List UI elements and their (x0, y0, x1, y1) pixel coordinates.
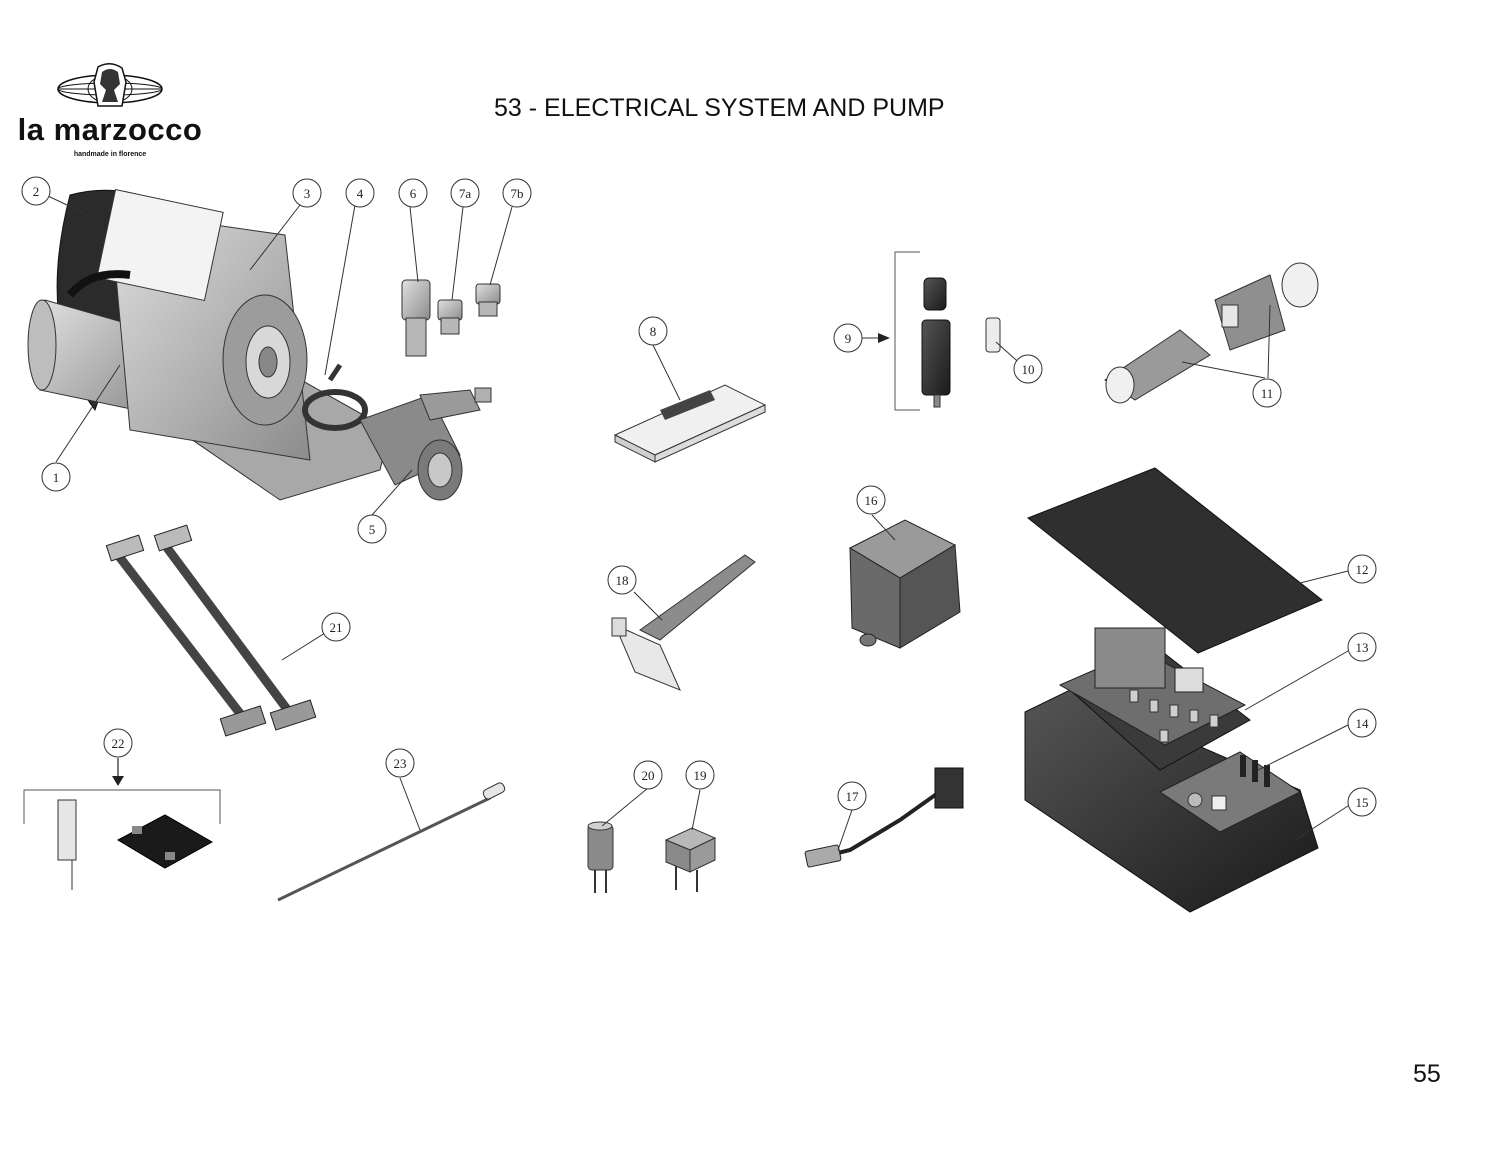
callout-10: 10 (1013, 354, 1043, 384)
callout-22: 22 (103, 728, 133, 758)
globe-lion-emblem-icon (57, 63, 163, 107)
page-title: 53 - ELECTRICAL SYSTEM AND PUMP (494, 94, 945, 122)
callout-4: 4 (345, 178, 375, 208)
callout-1-label: 1 (53, 470, 60, 485)
callout-12-label: 12 (1356, 562, 1369, 577)
callout-7a: 7a (450, 178, 480, 208)
brand-tagline: handmade in florence (73, 151, 147, 158)
callout-19: 19 (685, 760, 715, 790)
la-marzocco-logo: la marzocco handmade in florence (10, 62, 210, 162)
callout-19-label: 19 (694, 768, 707, 783)
brand-wordmark: la marzocco (17, 112, 203, 147)
fitting-6 (401, 279, 431, 357)
page-number: 55 (1413, 1060, 1441, 1088)
usb-cable-17 (804, 767, 964, 868)
callout-2: 2 (21, 176, 51, 206)
callout-16-label: 16 (865, 493, 879, 508)
callout-23: 23 (385, 748, 415, 778)
flat-cables-21 (105, 524, 317, 737)
pump-motor-assembly (27, 188, 492, 501)
cover-plate-12 (1027, 467, 1323, 654)
callout-leaders (47, 195, 1349, 851)
capacitor-20 (587, 821, 614, 893)
callout-1: 1 (41, 462, 71, 492)
fitting-7b (475, 283, 501, 317)
callout-13-label: 13 (1356, 640, 1369, 655)
callout-8-label: 8 (650, 324, 657, 339)
callout-7b: 7b (502, 178, 532, 208)
control-box-assembly (1024, 627, 1319, 913)
callout-3: 3 (292, 178, 322, 208)
callout-14-label: 14 (1356, 716, 1370, 731)
relay-16 (848, 519, 961, 649)
callout-10-label: 10 (1022, 362, 1035, 377)
callout-22-label: 22 (112, 736, 125, 751)
callout-11: 11 (1252, 378, 1282, 408)
fuse-holder-9 (894, 251, 951, 411)
callout-11-label: 11 (1261, 386, 1274, 401)
callout-14: 14 (1347, 708, 1377, 738)
callout-5: 5 (357, 514, 387, 544)
fuse-10 (985, 317, 1001, 353)
callout-23-label: 23 (394, 756, 407, 771)
callout-15: 15 (1347, 787, 1377, 817)
callout-16: 16 (856, 485, 886, 515)
callout-6: 6 (398, 178, 428, 208)
callout-4-label: 4 (357, 186, 364, 201)
callout-20-label: 20 (642, 768, 655, 783)
callout-20: 20 (633, 760, 663, 790)
callout-17-label: 17 (846, 789, 860, 804)
callout-12: 12 (1347, 554, 1377, 584)
part-8 (613, 384, 767, 463)
callout-9-label: 9 (845, 331, 852, 346)
arrowhead-9 (878, 333, 890, 343)
callout-6-label: 6 (410, 186, 417, 201)
callout-21-label: 21 (330, 620, 343, 635)
callout-2-label: 2 (33, 184, 40, 199)
callout-21: 21 (321, 612, 351, 642)
callout-5-label: 5 (369, 522, 376, 537)
callout-7b-label: 7b (511, 186, 524, 201)
ribbon-connector-18 (611, 554, 756, 691)
callout-13: 13 (1347, 632, 1377, 662)
callout-18-label: 18 (616, 573, 629, 588)
callout-3-label: 3 (304, 186, 311, 201)
part-22 (23, 758, 221, 890)
callout-8: 8 (638, 316, 668, 346)
connector-11 (1104, 262, 1319, 404)
callout-9: 9 (833, 323, 863, 353)
fitting-7a (437, 299, 463, 335)
callout-17: 17 (837, 781, 867, 811)
callout-7a-label: 7a (459, 186, 472, 201)
capacitor-19 (664, 827, 717, 892)
callout-18: 18 (607, 565, 637, 595)
callout-15-label: 15 (1356, 795, 1369, 810)
temperature-probe-23 (277, 782, 506, 902)
